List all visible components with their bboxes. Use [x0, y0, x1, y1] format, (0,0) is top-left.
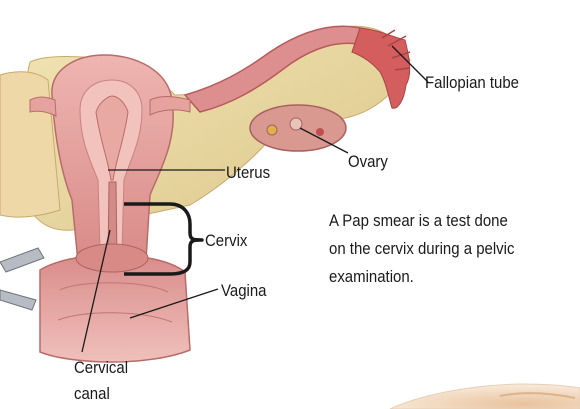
speculum — [0, 248, 44, 272]
caption-line-2: on the cervix during a pelvic — [329, 235, 558, 263]
hand-shape — [390, 384, 580, 409]
label-vagina: Vagina — [221, 281, 266, 301]
caption-line-1: A Pap smear is a test done — [329, 207, 558, 235]
caption-line-3: examination. — [329, 263, 558, 291]
label-cervical-canal-line1: Cervical — [74, 358, 128, 378]
caption-text: A Pap smear is a test done on the cervix… — [329, 207, 558, 291]
label-cervix: Cervix — [205, 231, 247, 251]
label-ovary: Ovary — [348, 152, 388, 172]
label-cervical-canal-line2: canal — [74, 384, 110, 404]
label-fallopian-tube: Fallopian tube — [425, 73, 519, 93]
label-uterus: Uterus — [226, 163, 270, 183]
